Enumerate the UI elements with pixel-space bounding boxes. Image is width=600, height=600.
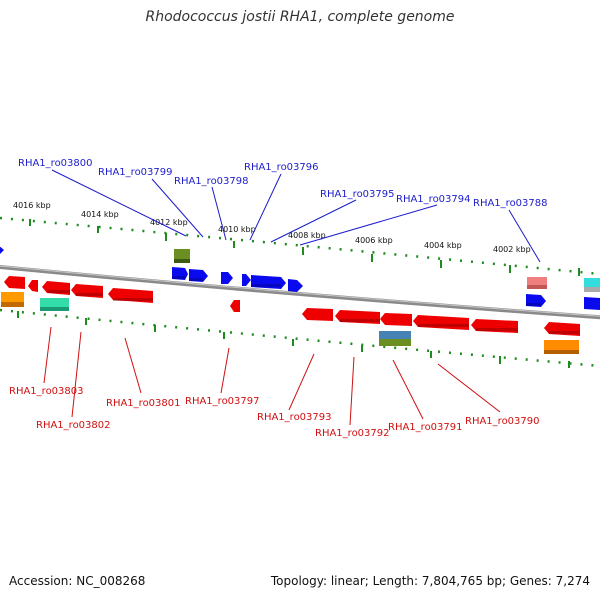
- feature-block-steel[interactable]: [379, 331, 411, 339]
- gene-shade: [526, 303, 541, 306]
- forward-gene-label[interactable]: RHA1_ro03795: [320, 189, 395, 200]
- feature-block-grey: [584, 287, 600, 292]
- callout-line-reverse: [288, 353, 315, 411]
- gene-shade: [76, 293, 103, 296]
- forward-gene-label[interactable]: RHA1_ro03800: [18, 158, 93, 169]
- genome-backbone: [0, 264, 600, 320]
- reverse-gene-arrow[interactable]: [302, 308, 333, 321]
- genome-backbone-highlight: [0, 265, 600, 317]
- forward-gene-arrow[interactable]: [0, 245, 4, 256]
- accession-text: Accession: NC_008268: [9, 574, 146, 588]
- forward-gene-arrow[interactable]: [189, 269, 208, 282]
- feature-block-green[interactable]: [379, 339, 411, 346]
- gene-shade: [549, 331, 580, 334]
- map-title: Rhodococcus jostii RHA1, complete genome: [145, 9, 455, 25]
- reverse-gene-label[interactable]: RHA1_ro03803: [9, 386, 84, 397]
- callout-line-reverse: [220, 347, 230, 394]
- callout-line-reverse: [71, 331, 82, 418]
- tick-label: 4012 kbp: [150, 218, 188, 227]
- tick-label: 4006 kbp: [355, 236, 393, 245]
- callout-line-reverse: [124, 337, 142, 394]
- lower-tick-track: [0, 308, 600, 368]
- major-ticks-upper: [29, 219, 580, 276]
- tick-label: 4010 kbp: [218, 225, 256, 234]
- gene-shade: [476, 328, 518, 331]
- tick-label: 4008 kbp: [288, 231, 326, 240]
- callout-line-reverse: [43, 326, 52, 384]
- reverse-gene-label[interactable]: RHA1_ro03801: [106, 398, 181, 409]
- reverse-gene-label[interactable]: RHA1_ro03790: [465, 416, 540, 427]
- reverse-gene-arrow[interactable]: [471, 319, 518, 333]
- gene-shade: [172, 276, 185, 279]
- tick-label: 4016 kbp: [13, 201, 51, 210]
- gene-shade: [113, 298, 153, 301]
- forward-gene-arrow[interactable]: [251, 275, 286, 289]
- feature-block-orange-shade: [544, 350, 579, 354]
- callout-line-forward: [151, 178, 204, 238]
- reverse-gene-label[interactable]: RHA1_ro03791: [388, 422, 463, 433]
- forward-gene-arrow[interactable]: [288, 279, 303, 292]
- gene-shade: [251, 284, 281, 287]
- reverse-gene-arrow[interactable]: [380, 313, 412, 326]
- callout-line-forward: [249, 173, 282, 241]
- reverse-gene-arrow[interactable]: [544, 322, 580, 336]
- reverse-gene-label[interactable]: RHA1_ro03797: [185, 396, 260, 407]
- forward-gene-arrow[interactable]: [221, 272, 233, 284]
- feature-block-olive-shade: [174, 259, 190, 263]
- upper-tick-track: [0, 216, 600, 276]
- forward-gene-arrow[interactable]: [172, 267, 188, 280]
- reverse-gene-arrow[interactable]: [4, 276, 25, 289]
- gene-shade: [340, 319, 380, 322]
- reverse-gene-arrow[interactable]: [335, 310, 380, 324]
- gene-shade: [47, 290, 70, 293]
- reverse-gene-label[interactable]: RHA1_ro03802: [36, 420, 111, 431]
- callout-line-forward: [51, 169, 187, 237]
- callout-line-reverse: [437, 363, 501, 413]
- callout-line-forward: [299, 204, 438, 246]
- reverse-gene-arrow[interactable]: [71, 284, 103, 298]
- reverse-gene-arrow[interactable]: [413, 315, 469, 330]
- forward-gene-label[interactable]: RHA1_ro03799: [98, 167, 173, 178]
- forward-gene-label[interactable]: RHA1_ro03788: [473, 198, 548, 209]
- callout-line-forward: [508, 209, 541, 263]
- reverse-gene-arrow[interactable]: [28, 280, 38, 292]
- forward-gene-arrow[interactable]: [526, 294, 546, 307]
- forward-gene-arrow[interactable]: [584, 297, 600, 310]
- reverse-gene-label[interactable]: RHA1_ro03793: [257, 412, 332, 423]
- feature-block-cyan[interactable]: [584, 278, 600, 287]
- tick-label: 4004 kbp: [424, 241, 462, 250]
- tick-label: 4014 kbp: [81, 210, 119, 219]
- callout-line-forward: [211, 186, 227, 241]
- reverse-gene-label[interactable]: RHA1_ro03792: [315, 428, 390, 439]
- reverse-gene-arrow[interactable]: [108, 288, 153, 303]
- gene-shade: [418, 324, 469, 327]
- major-ticks-lower: [17, 311, 570, 368]
- feature-block-teal-shade: [40, 307, 69, 311]
- feature-block-pink-shade: [527, 285, 547, 289]
- reverse-gene-arrow[interactable]: [42, 281, 70, 295]
- tick-label: 4002 kbp: [493, 245, 531, 254]
- callout-line-forward: [270, 199, 357, 243]
- forward-gene-label[interactable]: RHA1_ro03794: [396, 194, 471, 205]
- genome-summary-text: Topology: linear; Length: 7,804,765 bp; …: [270, 574, 590, 588]
- forward-gene-label[interactable]: RHA1_ro03796: [244, 162, 319, 173]
- forward-gene-label[interactable]: RHA1_ro03798: [174, 176, 249, 187]
- gene-shade: [189, 278, 203, 281]
- feature-block-orange-shade: [1, 302, 24, 307]
- callout-line-reverse: [392, 359, 424, 420]
- forward-gene-arrow[interactable]: [242, 274, 251, 286]
- callout-line-reverse: [349, 356, 355, 426]
- reverse-gene-arrow[interactable]: [230, 300, 240, 312]
